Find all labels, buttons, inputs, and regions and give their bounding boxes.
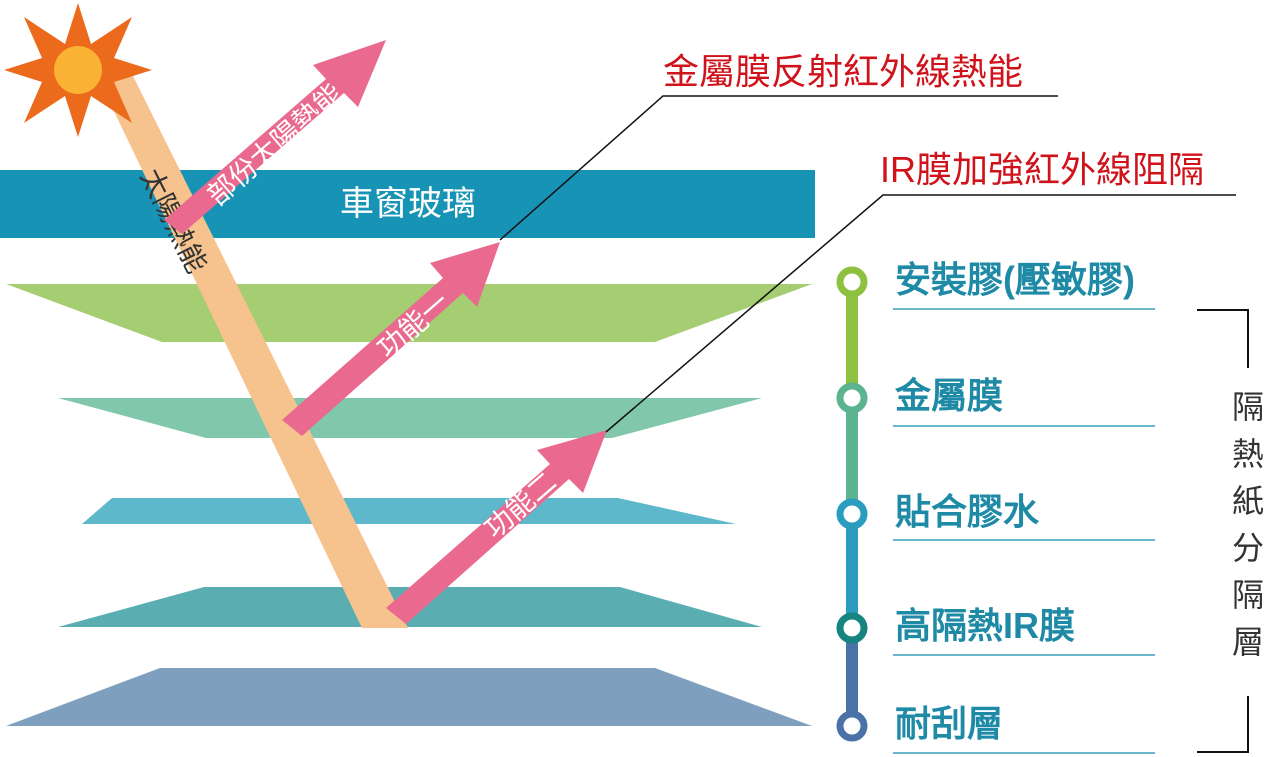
callout-metal-text: 金屬膜反射紅外線熱能 bbox=[663, 51, 1023, 92]
legend-node-scratch bbox=[836, 710, 868, 742]
bracket-char-2: 熱 bbox=[1232, 436, 1264, 472]
sun-ray-band bbox=[98, 66, 408, 628]
callout-line-ir bbox=[605, 194, 1236, 433]
legend-node-metal bbox=[836, 382, 868, 414]
legend-label-ir: 高隔熱IR膜 bbox=[895, 605, 1075, 646]
car-glass-label: 車窗玻璃 bbox=[340, 185, 476, 223]
legend-segment-2 bbox=[846, 398, 858, 514]
bracket-char-6: 層 bbox=[1232, 624, 1264, 660]
legend-segment-1 bbox=[846, 282, 858, 398]
bracket-char-3: 紙 bbox=[1232, 483, 1264, 519]
layer-scratch-shape bbox=[6, 668, 812, 726]
layer-glue-shape bbox=[82, 498, 736, 524]
callout-ir-text: IR膜加強紅外線阻隔 bbox=[880, 149, 1204, 190]
legend-label-metal: 金屬膜 bbox=[894, 375, 1003, 416]
legend-node-glue bbox=[836, 498, 868, 530]
car-glass-bar bbox=[0, 170, 815, 238]
function-one-arrow bbox=[282, 242, 500, 436]
legend-node-ir bbox=[836, 612, 868, 644]
legend-label-glue: 貼合膠水 bbox=[895, 491, 1040, 532]
bracket-top bbox=[1197, 309, 1249, 368]
bracket-char-5: 隔 bbox=[1232, 577, 1264, 613]
callout-line-metal bbox=[499, 95, 1058, 241]
sun-core-icon bbox=[54, 46, 102, 94]
bracket-char-4: 分 bbox=[1232, 530, 1264, 566]
legend-segment-4 bbox=[846, 628, 858, 726]
legend-label-scratch: 耐刮層 bbox=[895, 703, 1003, 744]
legend-label-adhesive: 安裝膠(壓敏膠) bbox=[895, 259, 1135, 300]
bracket-char-1: 隔 bbox=[1232, 389, 1264, 425]
legend-segment-3 bbox=[846, 514, 858, 628]
layer-metal-shape bbox=[58, 398, 762, 438]
bracket-bottom bbox=[1197, 696, 1249, 753]
reflected-arrow bbox=[164, 40, 386, 234]
legend-node-adhesive bbox=[836, 266, 868, 298]
function-two-arrow bbox=[386, 430, 607, 624]
